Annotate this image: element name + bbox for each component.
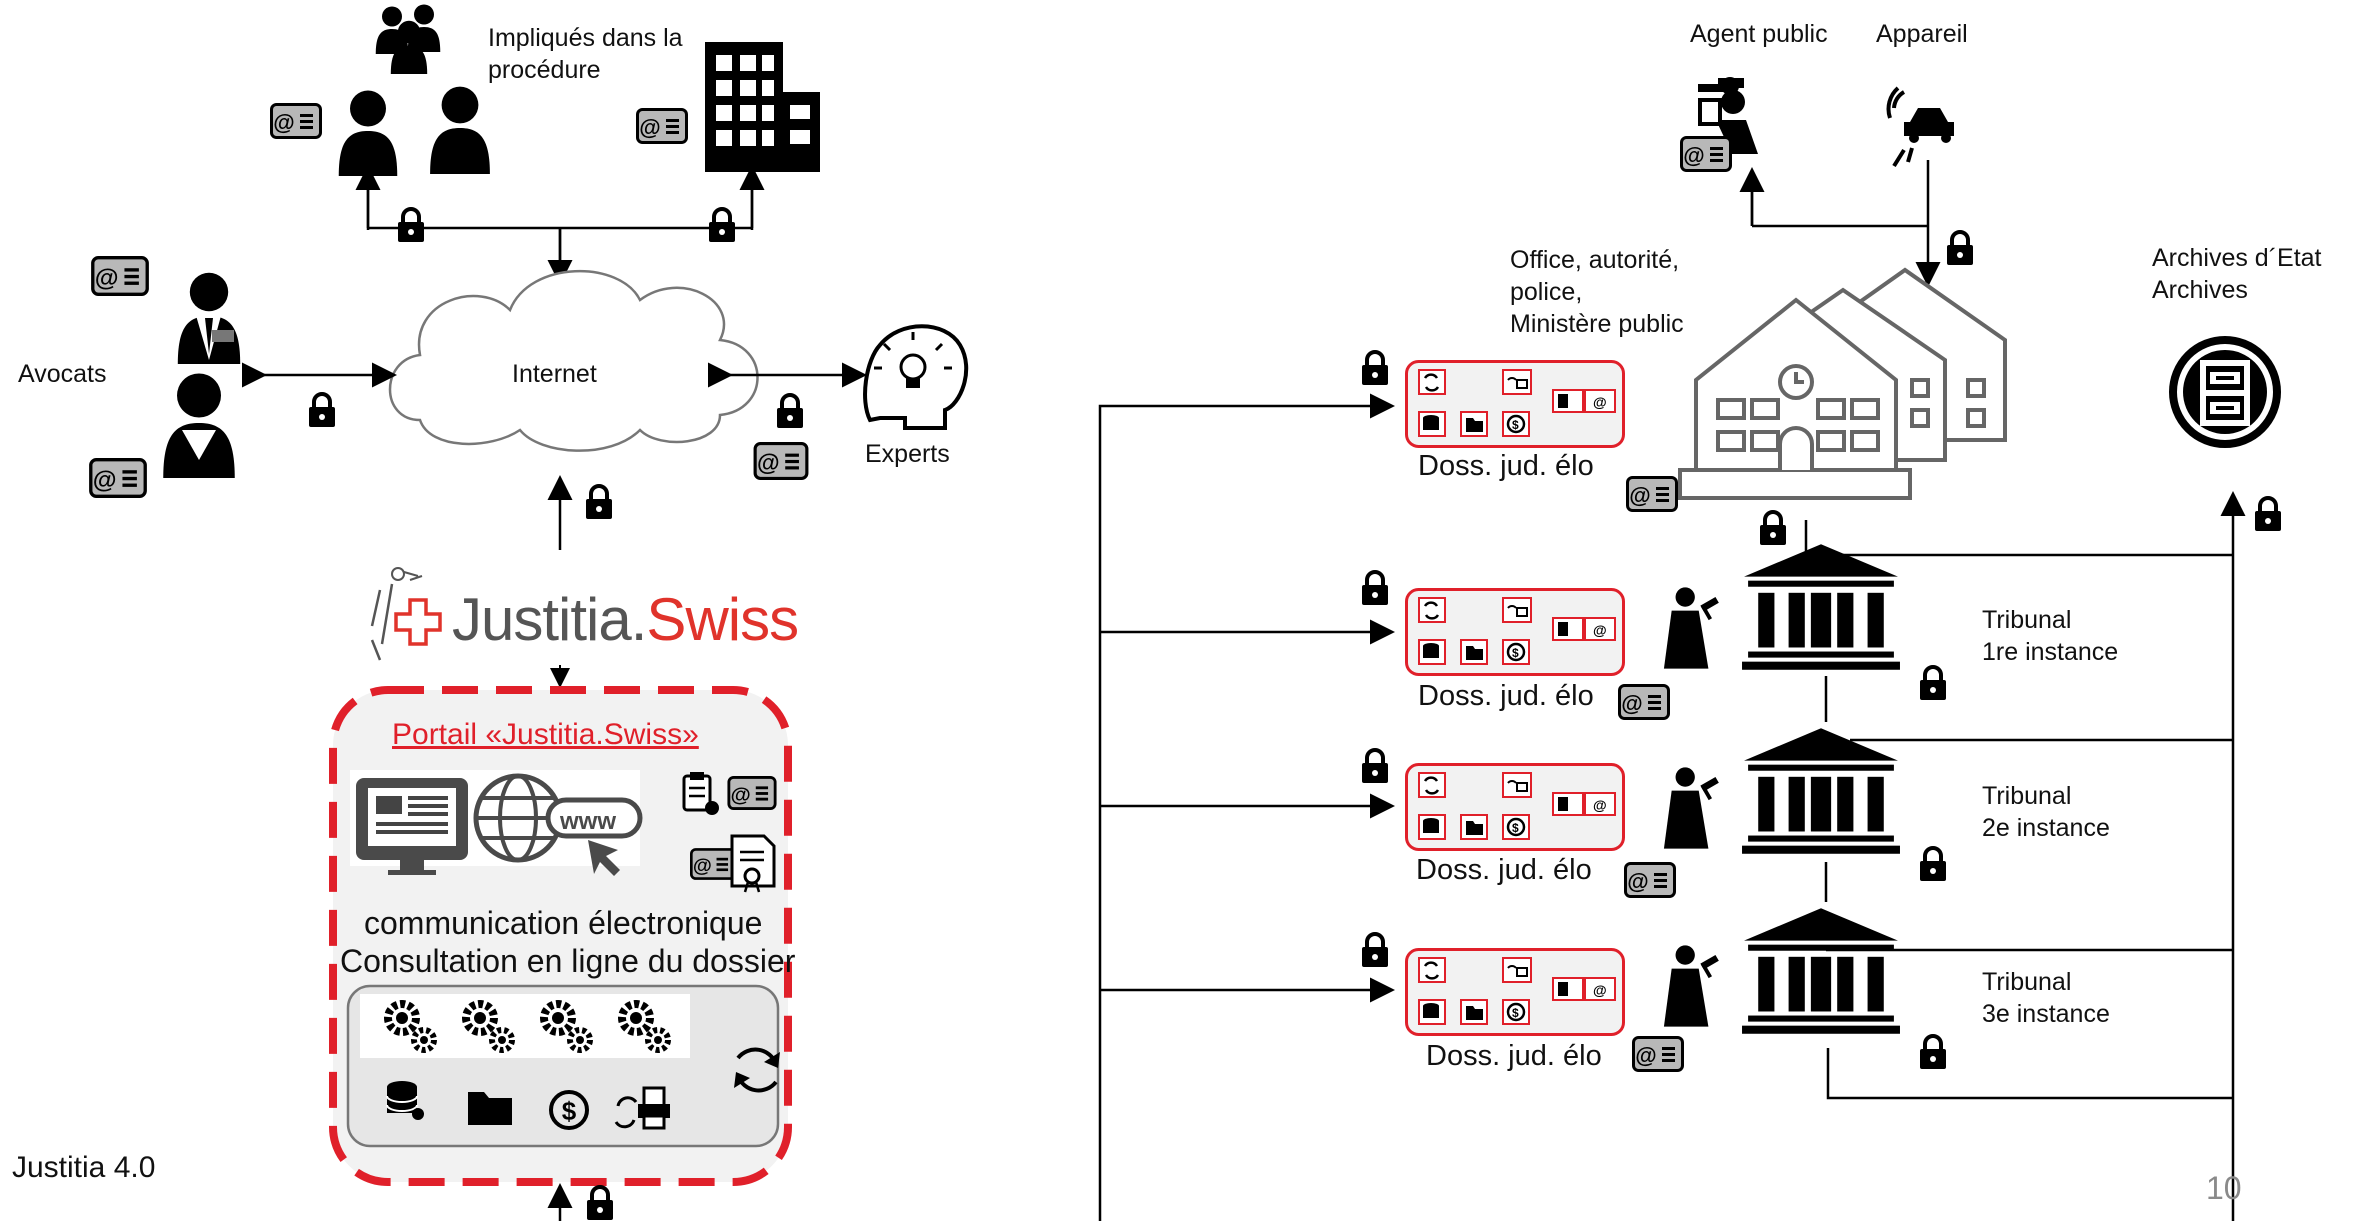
footer-label: Justitia 4.0	[12, 1151, 156, 1184]
email-badge-icon	[88, 458, 148, 498]
car-device-icon	[1886, 86, 1954, 168]
tribunal-1-label: Tribunal 1re instance	[1982, 606, 2119, 666]
dossier-label: Doss. jud. élo	[1426, 1040, 1602, 1072]
email-badge-icon	[90, 256, 150, 296]
dossier-label: Doss. jud. élo	[1416, 854, 1592, 886]
portal-line-consultation: Consultation en ligne du dossier	[340, 943, 796, 979]
page-number: 10	[2206, 1170, 2242, 1206]
email-badge-icon	[690, 847, 736, 881]
lock-icon	[1918, 665, 1948, 701]
tribunal-3-label: Tribunal 3e instance	[1982, 968, 2110, 1028]
clipboard-icon	[682, 772, 719, 815]
lawyer-icon	[163, 272, 241, 478]
device-label: Appareil	[1876, 20, 1968, 48]
email-badge-icon	[1624, 862, 1676, 898]
police-agent-icon	[1698, 77, 1758, 154]
agent-label: Agent public	[1690, 20, 1828, 48]
internet-label: Internet	[512, 360, 597, 388]
email-badge-icon	[636, 108, 688, 144]
experts-label: Experts	[865, 440, 950, 468]
lock-icon	[775, 393, 805, 429]
printer-icon	[614, 1086, 670, 1130]
expert-lightbulb-icon	[863, 324, 969, 430]
lock-icon	[1360, 570, 1390, 606]
electronic-dossier-box	[1405, 588, 1625, 676]
sync-icon	[734, 1047, 780, 1093]
lock-icon	[1918, 846, 1948, 882]
lock-icon	[1360, 748, 1390, 784]
portal-title-link[interactable]: Portail «Justitia.Swiss»	[392, 718, 699, 751]
dossier-label: Doss. jud. élo	[1418, 450, 1594, 482]
justitia-logo-icon	[370, 567, 442, 661]
users-group-icon	[338, 4, 490, 176]
email-badge-icon	[1680, 136, 1732, 172]
database-icon	[386, 1081, 424, 1120]
email-badge-icon	[270, 103, 322, 139]
email-badge-icon	[753, 442, 809, 480]
folder-icon	[468, 1092, 512, 1125]
court-building-icon	[1742, 544, 1900, 670]
lock-icon	[1945, 230, 1975, 266]
involved-label: Impliqués dans la procédure	[488, 24, 683, 84]
archives-label: Archives d´Etat Archives	[2152, 244, 2322, 304]
lock-icon	[1758, 510, 1788, 546]
lock-icon	[2253, 496, 2283, 532]
lock-icon	[1360, 932, 1390, 968]
justitia-brand-title: Justitia.Swiss	[452, 586, 799, 653]
lock-icon	[584, 484, 614, 520]
tribunal-2-label: Tribunal 2e instance	[1982, 782, 2110, 842]
electronic-dossier-box	[1405, 948, 1625, 1036]
globe-www-icon	[473, 773, 643, 876]
portal-line-communication: communication électronique	[364, 905, 763, 941]
building-icon	[705, 42, 820, 172]
court-building-icon	[1742, 728, 1900, 854]
svg-text:$: $	[562, 1096, 577, 1126]
email-badge-icon	[1632, 1036, 1684, 1072]
electronic-dossier-box	[1405, 360, 1625, 448]
lock-icon	[1918, 1034, 1948, 1070]
lock-icon	[707, 207, 737, 243]
dollar-icon: $	[549, 1090, 589, 1130]
certificate-icon	[730, 834, 776, 893]
cloud-icon	[388, 270, 759, 452]
email-badge-icon	[727, 776, 777, 810]
office-building-icon	[1678, 267, 2007, 500]
email-badge-icon	[1618, 684, 1670, 720]
dossier-label: Doss. jud. élo	[1418, 680, 1594, 712]
office-label: Office, autorité, police, Ministère publ…	[1510, 246, 1684, 338]
lock-icon	[307, 392, 337, 428]
lawyers-label: Avocats	[18, 360, 107, 388]
monitor-icon	[356, 778, 468, 875]
court-building-icon	[1742, 908, 1900, 1034]
judge-icon	[1663, 587, 1719, 669]
judge-icon	[1663, 767, 1719, 849]
lock-icon	[585, 1185, 615, 1221]
lock-icon	[396, 207, 426, 243]
email-badge-icon	[1626, 476, 1678, 512]
archive-cabinet-icon	[2169, 336, 2281, 448]
electronic-dossier-box	[1405, 763, 1625, 851]
lock-icon	[1360, 350, 1390, 386]
judge-icon	[1663, 945, 1719, 1027]
